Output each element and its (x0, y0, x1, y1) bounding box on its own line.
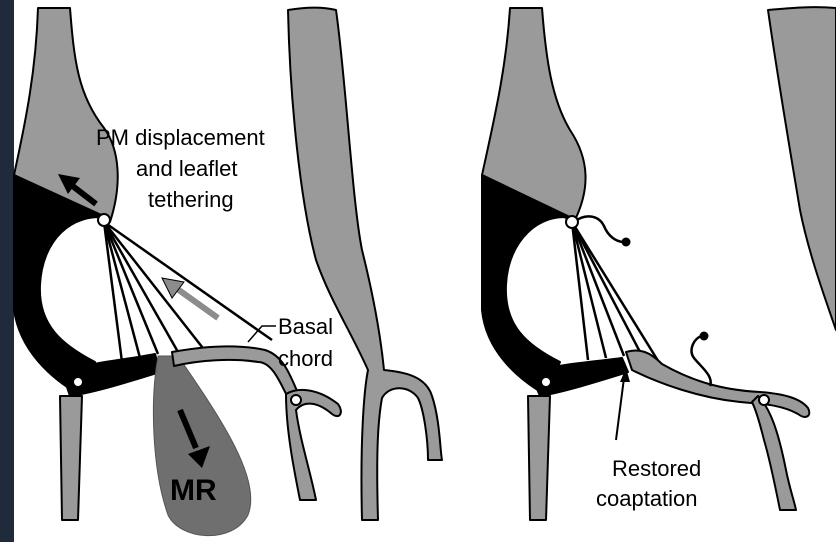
left-pm-dot (98, 214, 110, 226)
right-hinge-dot (759, 395, 769, 405)
pm-label-line3: tethering (148, 187, 234, 212)
cut-chord-lower-end (700, 332, 709, 341)
basal-label-line1: Basal (278, 314, 333, 339)
right-annulus-dot (541, 377, 551, 387)
restored-label-line2: coaptation (596, 486, 698, 511)
basal-label-line2: chord (278, 346, 333, 371)
left-edge-strip (0, 0, 14, 542)
left-aortic-curl (286, 390, 341, 500)
left-aortic-wall (288, 8, 442, 520)
right-panel: Restored coaptation (482, 8, 809, 520)
tether-arrow (162, 278, 218, 318)
right-aortic-wall (768, 7, 836, 330)
restored-label-line1: Restored (612, 456, 701, 481)
mr-jet (153, 356, 250, 536)
right-pm-dot (566, 216, 578, 228)
right-anterior-leaflet (626, 351, 809, 417)
left-lv-wall-lower (60, 396, 82, 520)
pm-label-line2: and leaflet (136, 156, 238, 181)
coaptation-arrow (616, 368, 630, 440)
left-annulus-dot (73, 377, 83, 387)
left-chordae (104, 222, 272, 362)
cut-chord-upper-end (622, 238, 631, 247)
pm-label-line1: PM displacement (96, 125, 265, 150)
mr-label: MR (170, 474, 217, 507)
right-chordae (572, 222, 660, 364)
right-aortic-curl (752, 396, 796, 510)
right-lv-wall-lower (528, 396, 550, 520)
left-hinge-dot (291, 395, 301, 405)
